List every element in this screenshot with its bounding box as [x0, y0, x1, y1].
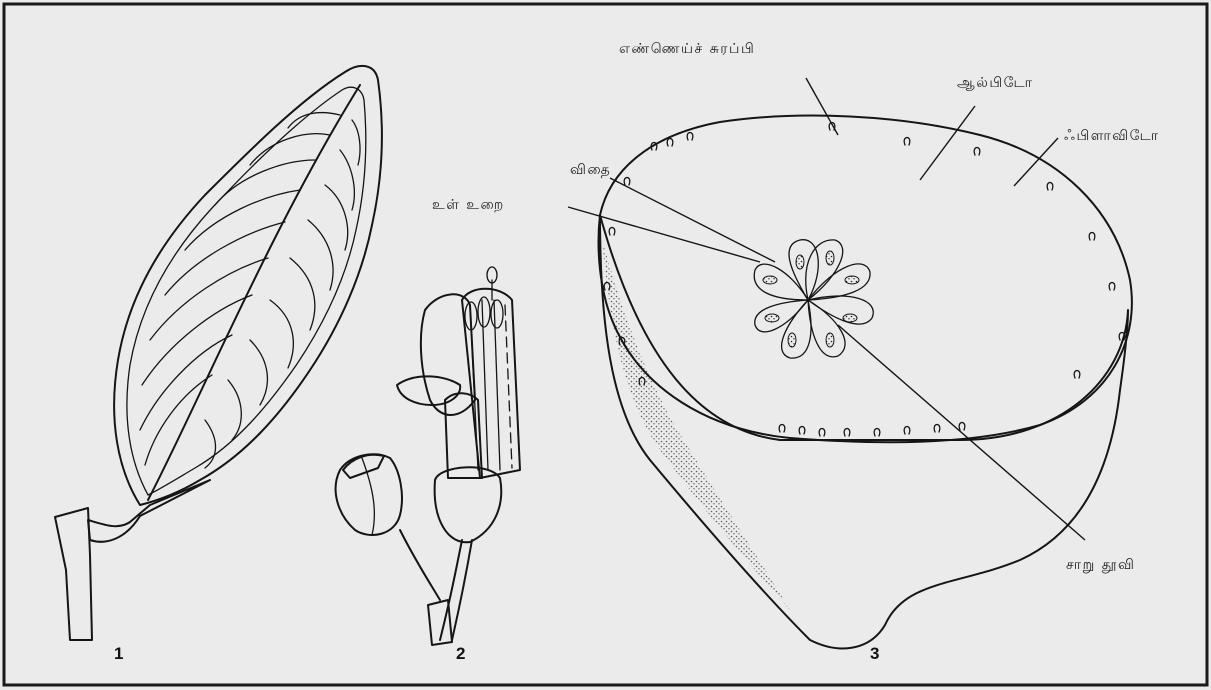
figure-number-leaf: 1	[114, 644, 123, 663]
label-albedo: ஆல்பிடோ	[957, 75, 1034, 91]
label-endocarp: உள் உறை	[432, 197, 505, 213]
label-flavedo: ஃபிளாவிடோ	[1064, 128, 1160, 144]
label-seed: விதை	[570, 162, 611, 178]
figure-number-fruit: 3	[870, 644, 879, 663]
plate-border	[4, 4, 1207, 685]
figure-number-flower: 2	[456, 644, 465, 663]
label-juice-vesicle: சாறு தூவி	[1066, 557, 1135, 573]
label-oil-gland: எண்ணெய்ச் சுரப்பி	[619, 41, 755, 57]
